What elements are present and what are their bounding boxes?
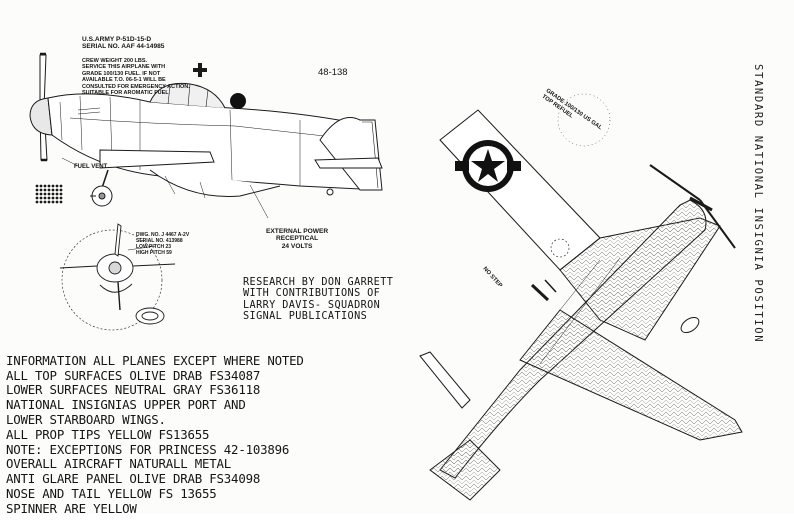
- vertical-caption: STANDARD NATIONAL INSIGNIA POSITION: [752, 64, 764, 344]
- credit-line: LARRY DAVIS- SQUADRON: [243, 299, 381, 311]
- note-line: NOSE AND TAIL YELLOW FS 13655: [6, 485, 217, 501]
- note-line: LOWER STARBOARD WINGS.: [6, 411, 166, 427]
- fuel-notice: CREW WEIGHT 200 LBS.SERVICE THIS AIRPLAN…: [82, 51, 190, 103]
- reference-number: 48-138: [318, 67, 348, 78]
- fuel-grade-ring: [557, 93, 611, 147]
- fuel-notice-line: SERVICE THIS AIRPLANE WITH: [82, 64, 166, 70]
- credit-line: SIGNAL PUBLICATIONS: [243, 311, 368, 323]
- prop-front-detail: [59, 223, 176, 331]
- note-line: SPINNER ARE YELLOW: [6, 500, 137, 516]
- fuel-notice-line: GRADE 100/130 FUEL. IF NOT: [82, 70, 161, 77]
- note-line: INFORMATION ALL PLANES EXCEPT WHERE NOTE…: [6, 352, 304, 368]
- plan-view-aircraft: [419, 109, 743, 501]
- serial-number: SERIAL NO. AAF 44-14985: [82, 43, 165, 50]
- fuel-notice-line: CREW WEIGHT 200 LBS.: [82, 57, 148, 64]
- note-line: NATIONAL INSIGNIAS UPPER PORT AND: [6, 397, 246, 413]
- external-power-line: RECEPTICAL: [276, 235, 319, 243]
- credit-line: WITH CONTRIBUTIONS OF: [243, 288, 381, 300]
- fuel-vent-label: FUEL VENT: [74, 164, 108, 170]
- note-line: LOWER SURFACES NEUTRAL GRAY FS36118: [6, 382, 261, 398]
- fuel-notice-line: SUITABLE FOR AROMATIC FUEL: [82, 90, 169, 96]
- fuel-notice-line: CONSULTED FOR EMERGENCY ACTION.: [82, 83, 190, 90]
- black-dot-marker: [230, 93, 246, 109]
- note-line: ANTI GLARE PANEL OLIVE DRAB FS34098: [6, 471, 261, 487]
- color-notes: INFORMATION ALL PLANES EXCEPT WHERE NOTE…: [6, 339, 304, 531]
- credit-line: RESEARCH BY DON GARRETT: [243, 276, 394, 288]
- note-line: OVERALL AIRCRAFT NATURALL METAL: [6, 456, 232, 472]
- note-line: ALL PROP TIPS YELLOW FS13655: [6, 426, 210, 442]
- note-line: NOTE: EXCEPTIONS FOR PRINCESS 42-103896: [6, 441, 290, 457]
- dot-matrix-panel: [35, 184, 63, 204]
- fuel-notice-line: AVAILABLE T.O. 06-5-1 WILL BE: [82, 77, 166, 83]
- line-drawing: [29, 52, 743, 501]
- prop-detail-line: DWG. NO. J 4467 A-2V: [136, 232, 190, 238]
- prop-detail-line: HIGH PITCH 59: [136, 250, 172, 256]
- note-line: ALL TOP SURFACES OLIVE DRAB FS34087: [6, 367, 261, 383]
- aircraft-designation: U.S.ARMY P-51D-15-D: [82, 36, 152, 43]
- external-power-line: EXTERNAL POWER: [266, 227, 329, 235]
- external-power-line: 24 VOLTS: [281, 242, 313, 250]
- national-insignia-icon: [455, 140, 521, 192]
- side-profile-aircraft: [29, 52, 383, 219]
- prop-detail-line: SERIAL NO. 413988: [136, 238, 183, 244]
- cross-marker-icon: [193, 63, 207, 77]
- prop-detail-line: LOW PITCH 23: [136, 244, 172, 250]
